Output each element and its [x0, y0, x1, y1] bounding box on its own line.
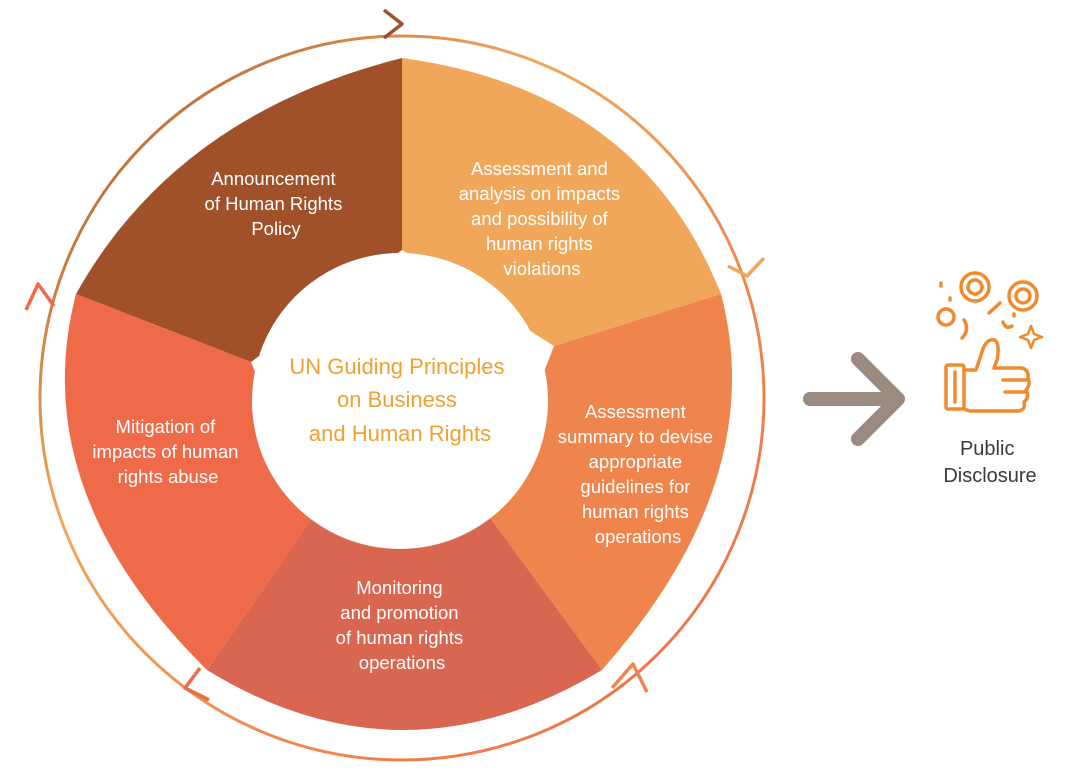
segment-label-line: summary to devise — [558, 426, 713, 447]
segment-label-line: appropriate — [589, 451, 683, 472]
outcome-label: Public Disclosure — [943, 438, 1036, 487]
cycle-arrowhead-left — [24, 282, 56, 311]
cycle-arrowhead-bottom-right — [610, 662, 649, 693]
cycle-ring — [38, 34, 766, 762]
segment-assessment-summary — [488, 294, 733, 670]
segment-label-line: impacts of human — [92, 441, 238, 462]
outcome-label-line: Disclosure — [943, 465, 1036, 487]
segment-label-line: Assessment and — [471, 158, 608, 179]
segment-label-line: Policy — [251, 218, 301, 239]
cycle-arrowhead-right — [727, 256, 766, 278]
center-title-line: and Human Rights — [309, 421, 491, 446]
segment-label-line: Announcement — [211, 168, 335, 189]
segment-label-mitigation: Mitigation of impacts of human rights ab… — [92, 416, 243, 487]
segment-monitoring — [207, 515, 602, 730]
right-arrow-icon — [803, 352, 905, 446]
center-circle — [252, 253, 548, 549]
segment-label-line: of Human Rights — [205, 193, 343, 214]
segment-label-line: Mitigation of — [116, 416, 217, 437]
segment-label-line: human rights — [582, 501, 689, 522]
segment-label-announcement: Announcement of Human Rights Policy — [205, 168, 348, 239]
segment-label-line: rights abuse — [118, 466, 219, 487]
segment-assessment-analysis — [402, 58, 721, 346]
cycle-arrowhead-bottom-left — [183, 666, 210, 702]
segment-label-monitoring: Monitoring and promotion of human rights… — [336, 577, 469, 673]
center-title: UN Guiding Principles on Business and Hu… — [289, 354, 510, 446]
outcome-label-line: Public — [960, 438, 1014, 460]
cycle-arrowhead-top — [382, 8, 404, 40]
center-title-line: on Business — [337, 387, 457, 412]
segment-label-assessment-summary: Assessment summary to devise appropriate… — [558, 401, 718, 547]
segment-label-line: violations — [503, 258, 580, 279]
segment-label-line: guidelines for — [580, 476, 690, 497]
thumbs-up-celebration-icon — [936, 271, 1044, 413]
segment-label-line: human rights — [486, 233, 593, 254]
segment-label-line: operations — [359, 652, 445, 673]
center-title-line: UN Guiding Principles — [289, 354, 504, 379]
segment-label-line: Assessment — [585, 401, 686, 422]
segment-label-line: and possibility of — [471, 208, 609, 229]
segment-label-line: analysis on impacts — [459, 183, 620, 204]
segment-label-line: and promotion — [340, 602, 458, 623]
segment-mitigation — [64, 294, 314, 670]
segment-label-line: of human rights — [336, 627, 464, 648]
segment-label-line: Monitoring — [356, 577, 442, 598]
segment-label-line: operations — [595, 526, 681, 547]
segment-label-assessment-analysis: Assessment and analysis on impacts and p… — [459, 158, 626, 279]
